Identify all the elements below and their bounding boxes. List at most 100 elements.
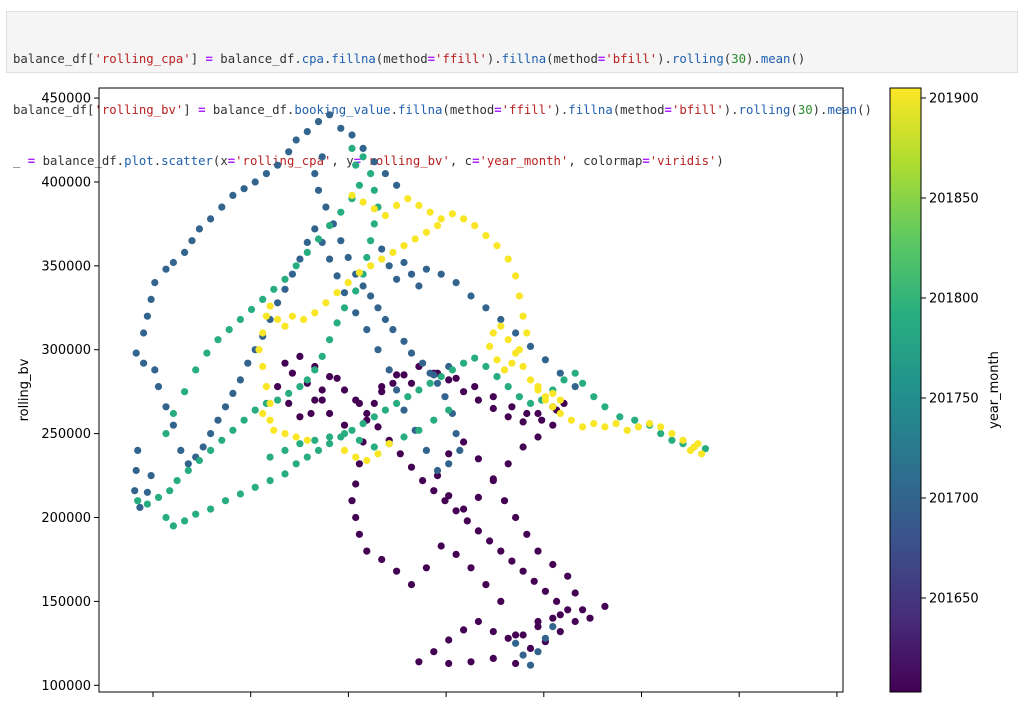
scatter-point (407, 379, 416, 387)
scatter-point (567, 416, 576, 424)
scatter-point (285, 389, 293, 397)
scatter-point (296, 255, 304, 263)
scatter-point (616, 413, 624, 421)
scatter-point (340, 386, 349, 394)
scatter-point (445, 450, 453, 458)
scatter-point (489, 654, 497, 663)
scatter-point (314, 186, 323, 194)
scatter-point (419, 477, 427, 485)
code-token: (method (546, 52, 598, 66)
code-token: cpa (301, 52, 324, 66)
scatter-point (259, 362, 267, 371)
scatter-point (564, 606, 572, 614)
scatter-point (571, 617, 579, 626)
scatter-point (549, 389, 557, 397)
code-token: fillna (568, 103, 613, 117)
scatter-point (486, 342, 494, 350)
scatter-point (140, 359, 148, 367)
scatter-point (337, 124, 345, 132)
scatter-point (352, 513, 360, 522)
scatter-point (322, 203, 330, 211)
scatter-point (668, 430, 676, 438)
scatter-point (292, 433, 300, 441)
scatter-point (374, 423, 382, 431)
scatter-point (266, 416, 274, 424)
code-token: = (472, 154, 480, 168)
scatter-point (296, 383, 304, 391)
scatter-point (456, 446, 464, 454)
code-token: fillna (331, 52, 376, 66)
code-token: = (494, 103, 502, 117)
scatter-point (415, 282, 423, 290)
code-token: 'year_month' (479, 154, 569, 168)
scatter-point (631, 416, 639, 424)
scatter-point (526, 399, 535, 407)
scatter-point (504, 634, 512, 642)
code-token: 'rolling_bv' (94, 103, 184, 117)
code-cell[interactable]: balance_df['rolling_cpa'] = balance_df.c… (6, 11, 1018, 168)
scatter-point (352, 453, 360, 461)
scatter-point (143, 488, 151, 496)
scatter-point (322, 299, 330, 307)
colorbar-tick-label: 201700 (929, 492, 979, 507)
scatter-point (701, 445, 710, 453)
code-token: ). (723, 103, 739, 117)
scatter-point (564, 572, 572, 580)
code-token: balance_df[ (13, 52, 95, 66)
scatter-point (314, 235, 323, 243)
scatter-point (508, 403, 516, 411)
code-token: = (227, 154, 236, 168)
scatter-point (571, 369, 579, 377)
scatter-point (571, 383, 579, 391)
scatter-point (251, 483, 259, 491)
scatter-points (131, 111, 710, 669)
scatter-point (493, 373, 501, 381)
scatter-point (489, 329, 497, 337)
scatter-point (311, 170, 319, 178)
scatter-point (247, 305, 256, 314)
code-token: 'ffill' (501, 103, 554, 117)
scatter-point (296, 440, 304, 448)
code-token: 'viridis' (649, 154, 717, 168)
y-axis: 1000001500002000002500003000003500004000… (41, 92, 99, 694)
scatter-point (430, 416, 438, 424)
scatter-point (556, 611, 564, 619)
scatter-point (352, 396, 360, 404)
scatter-point (281, 446, 289, 454)
scatter-point (657, 423, 665, 431)
code-token: plot (124, 154, 154, 168)
scatter-point (363, 326, 371, 334)
code-token: 30 (731, 52, 747, 66)
scatter-point (504, 413, 512, 421)
code-token: = (597, 52, 606, 66)
scatter-point (411, 235, 419, 243)
scatter-point (270, 426, 278, 434)
code-token: balance_df. (212, 52, 302, 66)
scatter-point (236, 315, 244, 324)
scatter-point (154, 493, 163, 501)
scatter-point (526, 376, 535, 384)
scatter-point (471, 383, 479, 391)
scatter-point (460, 438, 468, 446)
scatter-point (370, 413, 378, 421)
scatter-point (367, 170, 375, 178)
scatter-point (378, 388, 386, 396)
code-token: = (205, 52, 213, 66)
scatter-point (474, 455, 482, 463)
scatter-point (515, 292, 524, 300)
scatter-point (236, 490, 244, 498)
scatter-point (460, 215, 468, 223)
scatter-point (207, 430, 215, 438)
scatter-point (274, 299, 282, 307)
scatter-point (218, 436, 226, 444)
scatter-point (474, 493, 482, 501)
scatter-point (195, 225, 203, 233)
code-token: rolling (738, 103, 791, 117)
scatter-point (452, 550, 460, 558)
scatter-point (445, 492, 453, 500)
scatter-point (400, 258, 408, 267)
scatter-point (359, 144, 367, 152)
scatter-point (207, 446, 215, 454)
scatter-point (530, 577, 538, 585)
scatter-point (526, 661, 535, 669)
